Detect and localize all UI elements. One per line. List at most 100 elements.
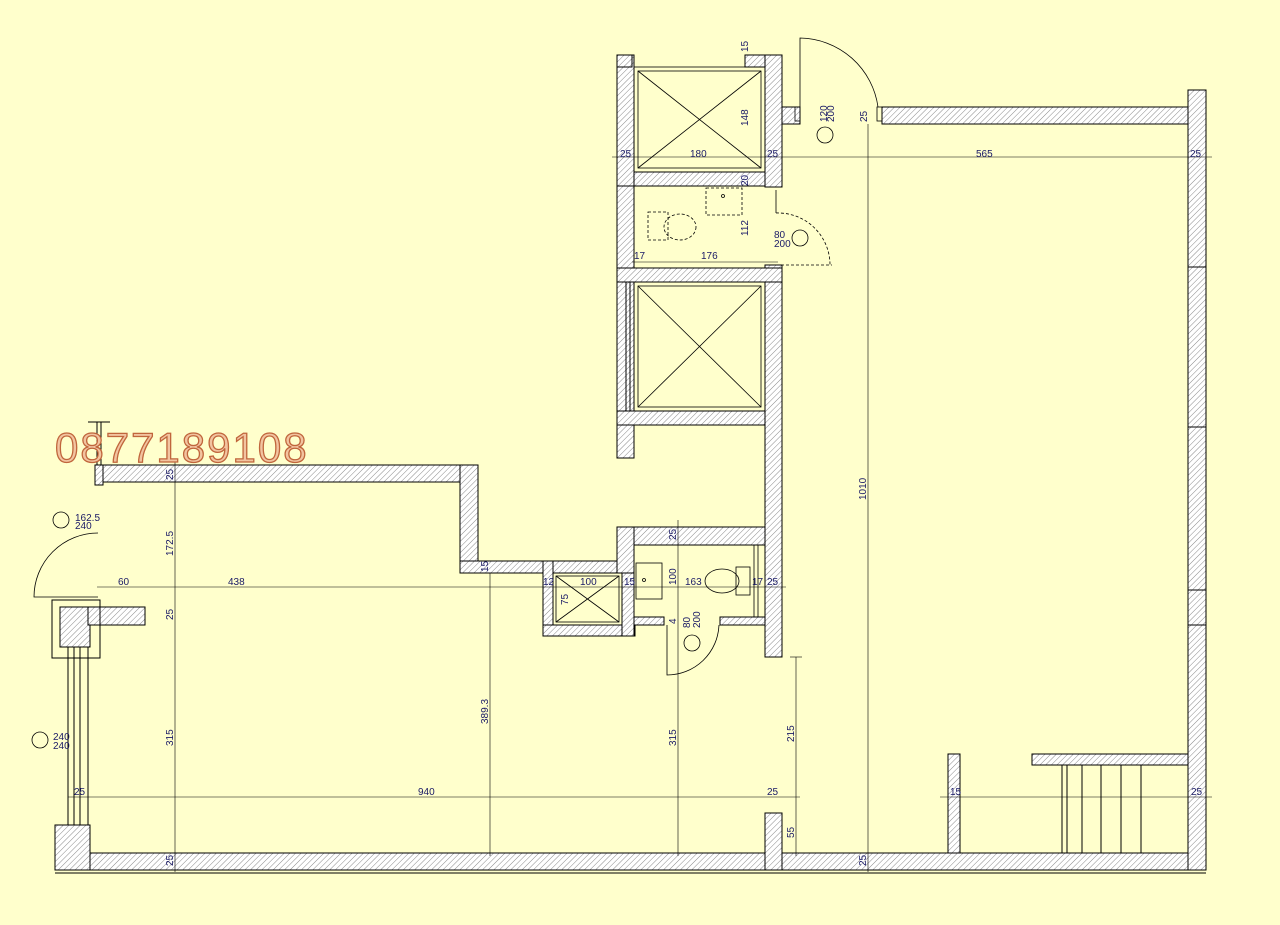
dim-label: 60 — [118, 577, 130, 588]
dim-label: 25 — [668, 528, 679, 540]
wall-left-jamb — [87, 606, 146, 626]
dim-label: 940 — [418, 787, 435, 798]
dim-label: 17 — [634, 251, 646, 262]
fixtures — [552, 66, 766, 626]
dim-label: 25 — [767, 577, 779, 588]
wall-bottom-right — [779, 852, 1191, 871]
wall-bottom-left — [54, 852, 768, 871]
dim-label: 389.3 — [480, 699, 491, 724]
dim-label: 200 — [826, 105, 837, 122]
wall-shower-low-stub — [616, 424, 635, 459]
walls — [54, 54, 1207, 871]
dim-label: 15 — [740, 40, 751, 52]
wall-partition — [947, 753, 961, 854]
marker-mid — [683, 634, 701, 652]
toilet-bath — [735, 566, 751, 596]
door-mid — [666, 624, 720, 676]
wall-shower-top-top-a — [616, 54, 633, 68]
wall-shower-top-right — [764, 54, 783, 188]
dim-label: 25 — [858, 854, 869, 866]
window-left — [67, 646, 89, 826]
dim-label: 25 — [1190, 149, 1202, 160]
window-right-1 — [1187, 266, 1207, 428]
dim-label: 148 — [740, 109, 751, 126]
wall-shower-top-left — [616, 54, 635, 191]
window-lines — [51, 266, 1207, 874]
wall-bottom-mid-column — [764, 812, 783, 871]
wall-left-top-drop — [459, 464, 479, 574]
markers — [31, 126, 834, 749]
wall-small-shower-bottom — [542, 624, 636, 637]
door-left — [33, 532, 99, 598]
wall-top-right — [881, 106, 1189, 125]
dim-label: 162.5 — [75, 513, 100, 524]
dim-label: 315 — [668, 729, 679, 746]
watermark-phone: 0877189108 — [55, 424, 309, 471]
marker-left-window — [31, 731, 49, 749]
dim-label: 80 — [774, 230, 786, 241]
dim-label: 25 — [74, 787, 86, 798]
dim-label: 120 — [819, 105, 830, 122]
dim-label: 180 — [690, 149, 707, 160]
dim-label: 100 — [668, 568, 679, 585]
shower-tray-small — [552, 572, 623, 626]
dim-label: 55 — [786, 826, 797, 838]
dim-label: 112 — [740, 220, 751, 236]
doors — [33, 37, 883, 676]
dim-label: 25 — [620, 149, 632, 160]
dim-label: 25 — [1191, 787, 1203, 798]
window-right-2 — [1187, 589, 1207, 626]
dim-label: 25 — [165, 608, 176, 620]
wall-left-lower-outer — [59, 606, 91, 648]
dim-label: 1010 — [858, 477, 869, 500]
wall-shower-low-bottom — [616, 410, 766, 426]
dim-label: 172.5 — [165, 531, 176, 556]
dim-label: 15 — [950, 787, 962, 798]
marker-top — [816, 126, 834, 144]
dim-label: 565 — [976, 149, 993, 160]
dim-label: 240 — [53, 732, 70, 743]
dimension-lines — [68, 124, 1212, 872]
wall-wc-left — [616, 185, 635, 269]
toilet-wc — [647, 211, 669, 241]
wall-central-vertical — [764, 264, 783, 658]
dim-label: 15 — [480, 560, 491, 572]
door-top — [799, 37, 879, 108]
dim-label: 240 — [75, 521, 92, 532]
dim-label: 25 — [165, 854, 176, 866]
dim-label: 25 — [859, 110, 870, 122]
wall-bottom-left-column — [54, 824, 91, 871]
stair-landing — [1031, 753, 1189, 766]
dim-label: 17 — [752, 577, 764, 588]
dim-label: 163 — [685, 577, 702, 588]
dim-label: 176 — [701, 251, 718, 262]
dimension-labels: 25 180 25 565 25 148 15 20 112 17 176 12… — [53, 40, 1203, 866]
door-wc — [775, 212, 831, 266]
dim-label: 315 — [165, 729, 176, 746]
dim-label: 80 — [682, 616, 693, 628]
wall-right — [1187, 89, 1207, 871]
wall-shower-top-top-b — [744, 54, 766, 68]
wall-bath-left — [616, 526, 635, 574]
wall-bath-top — [616, 526, 766, 546]
marker-left-door — [52, 511, 70, 529]
shower-tray-low — [633, 281, 766, 412]
dim-label: 100 — [580, 577, 597, 588]
dim-label: 240 — [53, 741, 70, 752]
dim-label: 25 — [165, 468, 176, 480]
marker-wc — [791, 229, 809, 247]
dim-label: 438 — [228, 577, 245, 588]
dim-label: 20 — [740, 174, 751, 186]
shower-tray-top — [633, 66, 766, 173]
dim-label: 200 — [692, 611, 703, 628]
dim-label: 200 — [774, 239, 791, 250]
wall-bath-bottom-b — [719, 616, 766, 626]
dim-label: 25 — [767, 787, 779, 798]
wall-wc-bottom — [616, 267, 783, 283]
dim-label: 215 — [786, 725, 797, 742]
dim-label: 75 — [560, 593, 571, 605]
dim-label: 12 — [543, 577, 555, 588]
wall-top-stub — [781, 106, 801, 125]
wall-bath-bottom-a — [633, 616, 665, 626]
